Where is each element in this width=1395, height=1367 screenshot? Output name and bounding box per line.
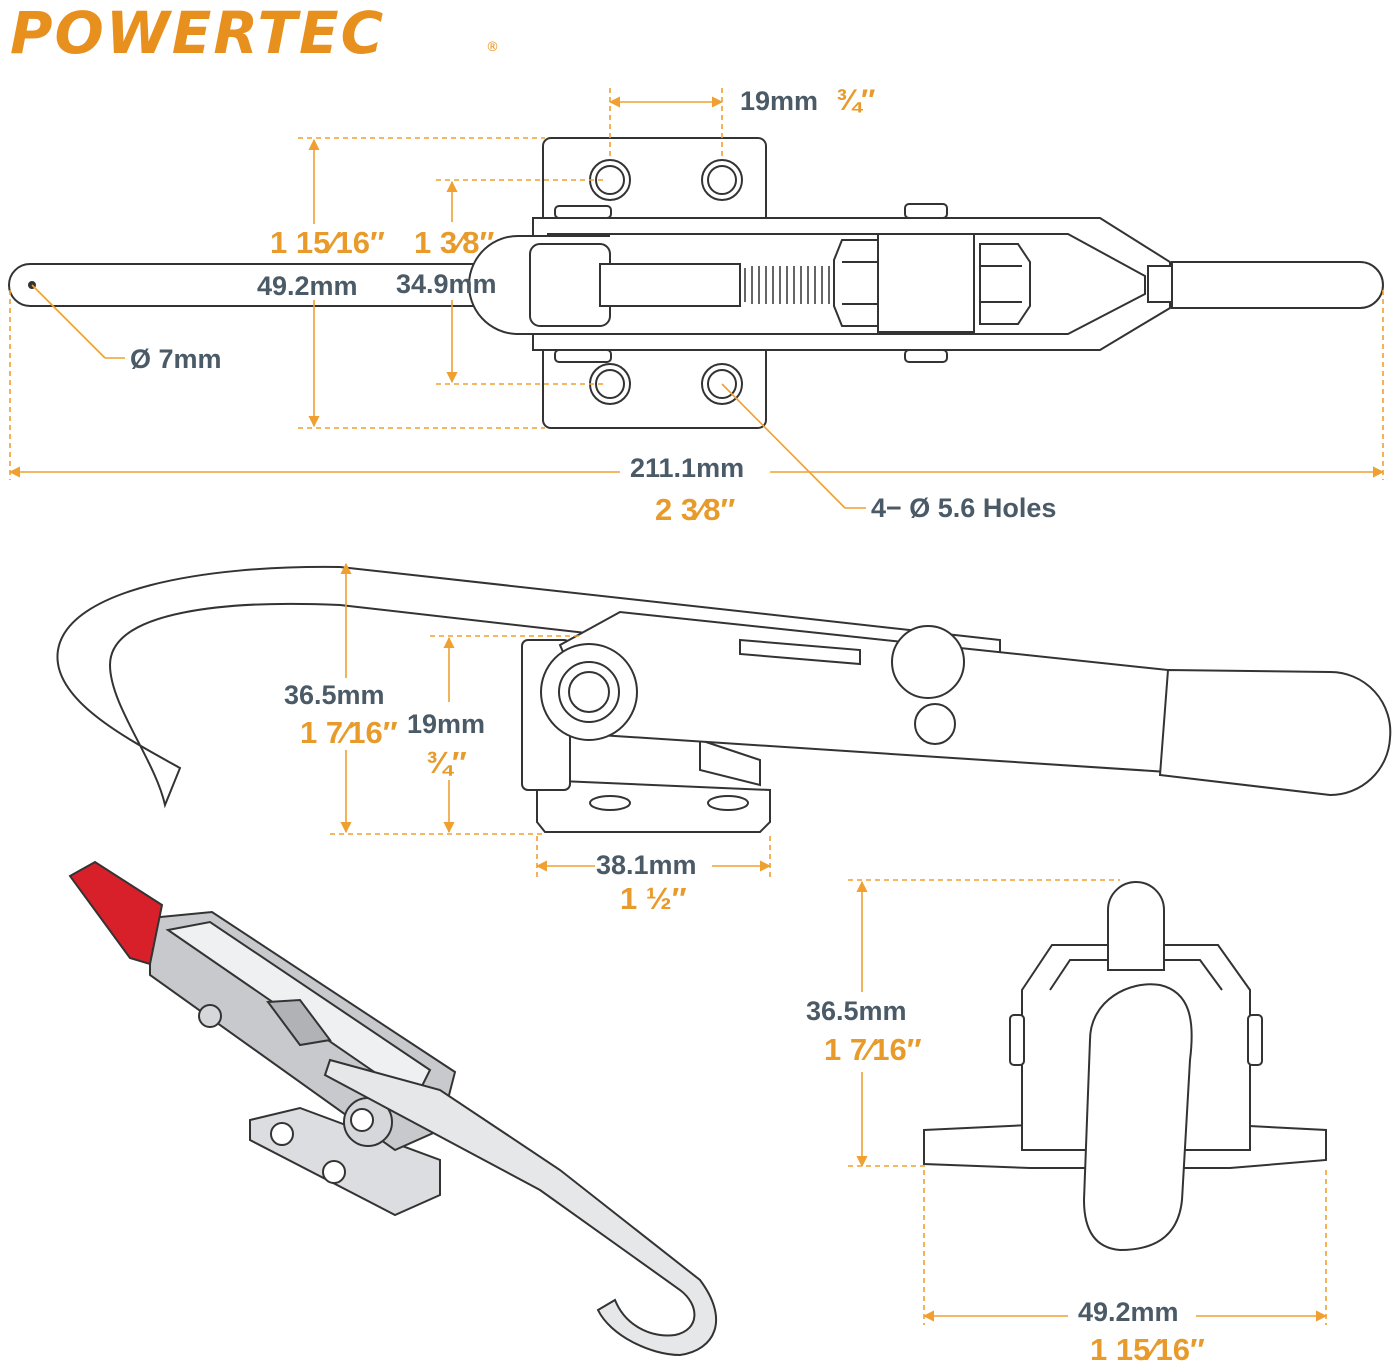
side-handle xyxy=(1158,668,1392,797)
rod-diameter: Ø 7mm xyxy=(130,344,222,374)
outer-height-in: 1 15⁄16″ xyxy=(270,225,385,260)
holes-note: 4− Ø 5.6 Holes xyxy=(871,493,1057,523)
outer-height-mm: 49.2mm xyxy=(257,271,358,301)
end-height-in: 1 7⁄16″ xyxy=(824,1032,922,1067)
inner-height-in: 1 3⁄8″ xyxy=(414,225,495,260)
u-link xyxy=(467,234,610,335)
end-width-in: 1 15⁄16″ xyxy=(1090,1332,1205,1367)
pivot-height-mm: 19mm xyxy=(407,709,486,739)
side-base xyxy=(536,778,771,833)
isometric-drawing xyxy=(68,860,718,1357)
iso-base-plate xyxy=(249,1106,441,1217)
base-length-mm: 38.1mm xyxy=(596,850,697,880)
end-width-mm: 49.2mm xyxy=(1078,1297,1179,1327)
overall-length-in: 2 3⁄8″ xyxy=(655,492,736,527)
end-view-drawing xyxy=(923,881,1327,1252)
end-height-mm: 36.5mm xyxy=(806,996,907,1026)
pivot-height-in: ¾″ xyxy=(426,745,467,780)
end-stud xyxy=(1107,881,1165,971)
rivet-icon xyxy=(914,703,956,745)
end-handle-icon xyxy=(1082,983,1193,1252)
iso-handle-icon xyxy=(68,860,164,966)
hole-spacing-mm: 19mm xyxy=(740,86,819,116)
side-view-drawing xyxy=(56,565,1392,833)
mount-hole-icon xyxy=(701,159,743,201)
iso-hook-rod xyxy=(323,1058,718,1357)
pivot-block xyxy=(877,233,975,333)
hole-spacing-in: ¾″ xyxy=(836,84,876,117)
hex-nut-icon xyxy=(979,243,1031,325)
brand-logo: POWERTEC xyxy=(10,0,386,67)
thread xyxy=(744,266,837,304)
top-view-drawing xyxy=(8,137,1384,429)
side-view-dimensions xyxy=(330,562,772,880)
base-length-in: 1 ½″ xyxy=(620,881,687,916)
inner-height-mm: 34.9mm xyxy=(396,269,497,299)
overall-length-mm: 211.1mm xyxy=(630,453,745,483)
side-height-mm: 36.5mm xyxy=(284,680,385,710)
registered-mark: ® xyxy=(486,40,499,55)
end-view-dimensions xyxy=(848,879,1328,1325)
handle-grip xyxy=(1171,261,1384,309)
mount-hole-icon xyxy=(701,363,743,405)
side-height-in: 1 7⁄16″ xyxy=(300,715,398,750)
top-view-dimensions xyxy=(8,88,1385,509)
pivot-bolt-icon xyxy=(540,643,638,741)
